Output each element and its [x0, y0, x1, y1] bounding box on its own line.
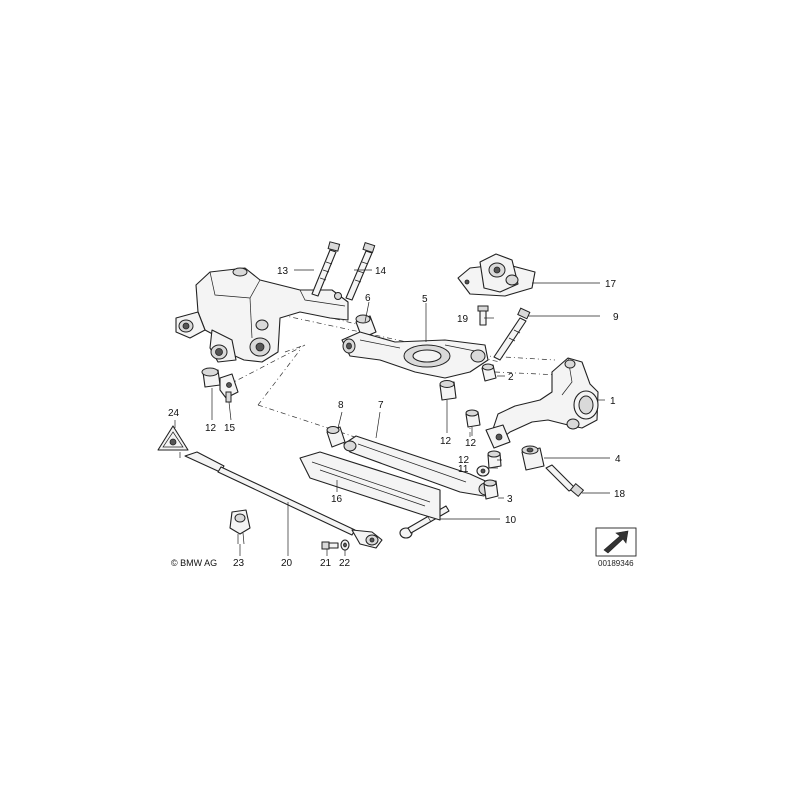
- callout-17: 17: [605, 279, 617, 290]
- warning-label-24: [157, 425, 189, 451]
- mount-bracket-17[interactable]: [457, 253, 536, 297]
- callout-22: 22: [339, 558, 351, 569]
- bushing-8[interactable]: [326, 426, 346, 448]
- screw-19[interactable]: [477, 305, 489, 326]
- bushing-3[interactable]: [483, 479, 499, 500]
- bolt-18[interactable]: [545, 464, 585, 497]
- wheel-carrier-1[interactable]: [485, 357, 599, 449]
- bushing-12-left[interactable]: [201, 367, 221, 388]
- bolt-21[interactable]: [321, 541, 339, 550]
- callout-16: 16: [331, 494, 343, 505]
- bushing-12-right-lower[interactable]: [487, 450, 502, 469]
- bushing-2[interactable]: [481, 363, 497, 382]
- callout-12-c: 12: [465, 438, 477, 449]
- callout-20: 20: [281, 558, 293, 569]
- bolt-13[interactable]: [311, 241, 341, 297]
- callout-6: 6: [365, 293, 371, 304]
- callout-24: 24: [168, 408, 180, 419]
- callout-8: 8: [338, 400, 344, 411]
- callout-3: 3: [507, 494, 513, 505]
- leader-lines: [174, 269, 610, 556]
- callout-7: 7: [378, 400, 384, 411]
- callout-23: 23: [233, 558, 245, 569]
- rear-axle-carrier[interactable]: [175, 267, 349, 363]
- bushing-12-center[interactable]: [439, 380, 457, 401]
- callout-14: 14: [375, 266, 387, 277]
- view-direction-arrow-icon: [595, 527, 637, 557]
- callout-21: 21: [320, 558, 332, 569]
- washer-11[interactable]: [476, 465, 490, 477]
- callout-12-a: 12: [205, 423, 217, 434]
- callout-13: 13: [277, 266, 289, 277]
- callout-12-d: 12: [458, 455, 470, 466]
- copyright-text: © BMW AG: [171, 558, 217, 568]
- heat-shield-16[interactable]: [299, 451, 441, 521]
- control-arm-5[interactable]: [341, 331, 489, 379]
- callout-2: 2: [508, 372, 514, 383]
- bracket-15[interactable]: [219, 373, 239, 403]
- bolt-9[interactable]: [493, 307, 531, 361]
- nut-22[interactable]: [340, 539, 350, 551]
- callout-9: 9: [613, 312, 619, 323]
- document-number: 00189346: [598, 559, 634, 568]
- callout-19: 19: [457, 314, 469, 325]
- callout-18: 18: [614, 489, 626, 500]
- callout-15: 15: [224, 423, 236, 434]
- callout-4: 4: [615, 454, 621, 465]
- bolt-14[interactable]: [345, 241, 376, 301]
- callout-5: 5: [422, 294, 428, 305]
- bushing-12-right-upper[interactable]: [465, 409, 481, 428]
- callout-1: 1: [610, 396, 616, 407]
- callout-12-b: 12: [440, 436, 452, 447]
- stabilizer-link-20[interactable]: [184, 451, 383, 549]
- callout-labels: 1 2 3 4 5 6 7 8 9 10 11 12 12 12 12 13 1…: [168, 266, 626, 569]
- callout-10: 10: [505, 515, 517, 526]
- bushing-4[interactable]: [521, 445, 545, 471]
- callout-11: 11: [458, 464, 469, 475]
- clip-23[interactable]: [229, 509, 251, 545]
